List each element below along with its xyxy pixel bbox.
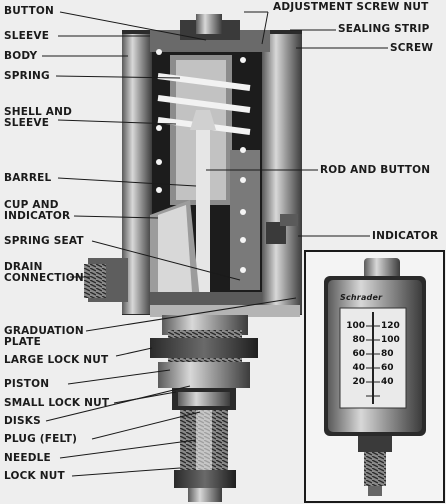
inset-scale-left: 100 80 60 40 20 xyxy=(343,319,365,389)
scale-right-tick: 40 xyxy=(381,377,394,387)
stem-assembly xyxy=(150,315,258,502)
label-plug-felt: PLUG (FELT) xyxy=(4,433,78,445)
label-spring-seat: SPRING SEAT xyxy=(4,235,84,247)
label-rod-and-button: ROD AND BUTTON xyxy=(320,164,431,176)
scale-right-tick: 120 xyxy=(381,321,400,331)
label-graduation-plate: GRADUATION PLATE xyxy=(4,325,84,348)
label-disks: DISKS xyxy=(4,415,41,427)
label-small-lock-nut: SMALL LOCK NUT xyxy=(4,397,110,409)
leader-lines xyxy=(42,11,388,477)
label-cup-and-indicator: CUP AND INDICATOR xyxy=(4,199,71,222)
label-shell-and-sleeve: SHELL AND SLEEVE xyxy=(4,106,72,129)
label-sleeve: SLEEVE xyxy=(4,30,50,42)
scale-left-tick: 40 xyxy=(352,363,365,373)
label-body: BODY xyxy=(4,50,38,62)
label-screw: SCREW xyxy=(390,42,434,54)
scale-left-tick: 20 xyxy=(352,377,365,387)
label-button: BUTTON xyxy=(4,5,55,17)
label-sealing-strip: SEALING STRIP xyxy=(338,23,430,35)
label-spring: SPRING xyxy=(4,70,50,82)
valve-body xyxy=(84,14,302,317)
scale-right-tick: 80 xyxy=(381,349,394,359)
label-lock-nut: LOCK NUT xyxy=(4,470,65,482)
label-piston: PISTON xyxy=(4,378,50,390)
label-indicator: INDICATOR xyxy=(372,230,439,242)
inset-scale-right: 120 100 80 60 40 xyxy=(381,319,405,389)
scale-left-tick: 60 xyxy=(352,349,365,359)
inset-panel xyxy=(304,250,445,503)
scale-left-tick: 80 xyxy=(352,335,365,345)
scale-right-tick: 60 xyxy=(381,363,394,373)
label-drain-connection: DRAIN CONNECTION xyxy=(4,261,84,284)
label-large-lock-nut: LARGE LOCK NUT xyxy=(4,354,109,366)
label-barrel: BARREL xyxy=(4,172,52,184)
scale-right-tick: 100 xyxy=(381,335,400,345)
scale-left-tick: 100 xyxy=(346,321,365,331)
label-adjustment-screw-nut: ADJUSTMENT SCREW NUT xyxy=(273,1,429,13)
inset-brand: Schrader xyxy=(340,293,383,302)
label-needle: NEEDLE xyxy=(4,452,51,464)
